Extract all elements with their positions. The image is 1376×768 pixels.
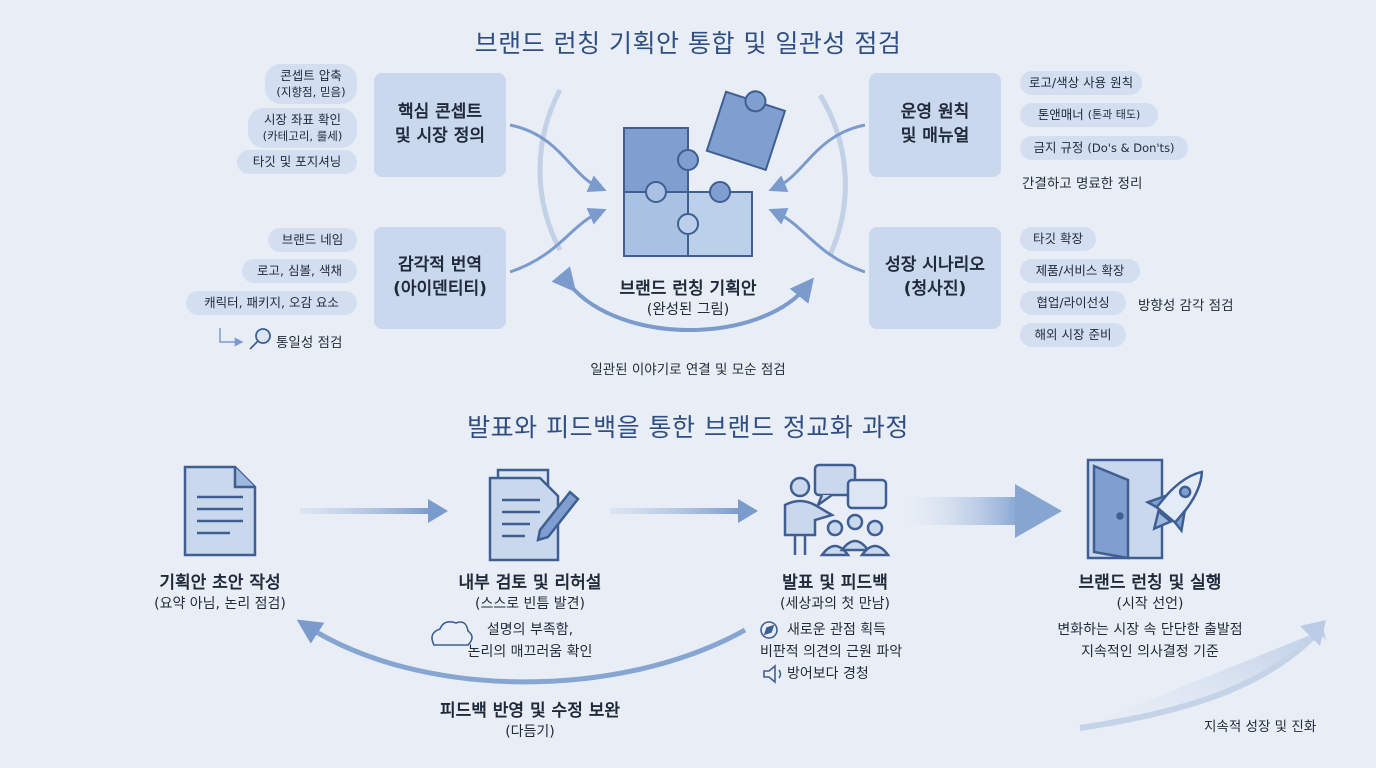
box-growth: 성장 시나리오(청사진) xyxy=(869,227,1001,329)
presentation-note-2: 비판적 의견의 근원 파악 xyxy=(760,644,903,660)
center-sublabel: (완성된 그림) xyxy=(646,302,730,318)
step-review: 내부 검토 및 리허설 (스스로 빈틈 발견) xyxy=(458,573,602,612)
step-draft: 기획안 초안 작성 (요약 아님, 논리 점검) xyxy=(154,573,286,612)
main-title: 브랜드 런칭 기획안 통합 및 일관성 점검 xyxy=(474,29,902,58)
pill-product-expand: 제품/서비스 확장 xyxy=(1020,259,1140,283)
door-rocket-icon xyxy=(1086,458,1204,560)
edit-document-icon xyxy=(488,468,580,562)
center-caption: 일관된 이야기로 연결 및 모순 점검 xyxy=(590,362,786,378)
pill-rules: 금지 규정 (Do's & Don'ts) xyxy=(1020,136,1188,160)
pill-brand-name: 브랜드 네임 xyxy=(268,228,357,252)
connector-arrows xyxy=(509,123,866,332)
pill-collab: 협업/라이선싱 xyxy=(1020,291,1126,315)
document-icon xyxy=(183,465,257,557)
pill-target: 타깃 및 포지셔닝 xyxy=(237,150,357,174)
step-launch: 브랜드 런칭 및 실행 (시작 선언) xyxy=(1078,573,1222,612)
puzzle-icon xyxy=(623,90,787,257)
speaker-icon xyxy=(763,664,782,684)
pill-logo-color: 로고/색상 사용 원칙 xyxy=(1020,71,1142,95)
box-sensory: 감각적 번역(아이덴티티) xyxy=(374,227,506,329)
pill-market: 시장 좌표 확인(카테고리, 룰세) xyxy=(248,108,357,148)
review-note: 설명의 부족함,논리의 매끄러움 확인 xyxy=(467,622,593,660)
growth-label: 지속적 성장 및 진화 xyxy=(1204,719,1317,735)
step-presentation: 발표 및 피드백 (세상과의 첫 만남) xyxy=(780,573,890,612)
magnifier-icon xyxy=(249,328,271,350)
pill-logo: 로고, 심볼, 색채 xyxy=(242,259,357,283)
feedback-loop-arrow xyxy=(296,619,747,685)
presentation-note-1: 새로운 관점 획득 xyxy=(787,622,887,638)
pill-character: 캐릭터, 패키지, 오감 요소 xyxy=(186,291,357,315)
feedback-label: 피드백 반영 및 수정 보완 (다듬기) xyxy=(439,701,621,740)
manual-note: 간결하고 명료한 정리 xyxy=(1022,176,1143,192)
compass-icon xyxy=(760,621,778,639)
presentation-icon xyxy=(783,463,891,557)
cloud-icon xyxy=(431,621,473,646)
pill-tone: 톤앤매너 (톤과 태도) xyxy=(1020,103,1158,127)
direction-note: 방향성 감각 점검 xyxy=(1138,298,1234,314)
presentation-note-3: 방어보다 경청 xyxy=(787,666,869,682)
pill-target-expand: 타깃 확장 xyxy=(1020,227,1096,251)
center-circle xyxy=(537,88,848,257)
center-label: 브랜드 런칭 기획안 xyxy=(619,279,757,299)
pill-overseas: 해외 시장 준비 xyxy=(1020,323,1126,347)
process-title: 발표와 피드백을 통한 브랜드 정교화 과정 xyxy=(467,413,909,442)
pill-concept: 콘셉트 압축(지향점, 믿음) xyxy=(265,64,357,104)
process-arrows xyxy=(300,484,1062,538)
consistency-check-label: 통일성 점검 xyxy=(276,335,343,351)
